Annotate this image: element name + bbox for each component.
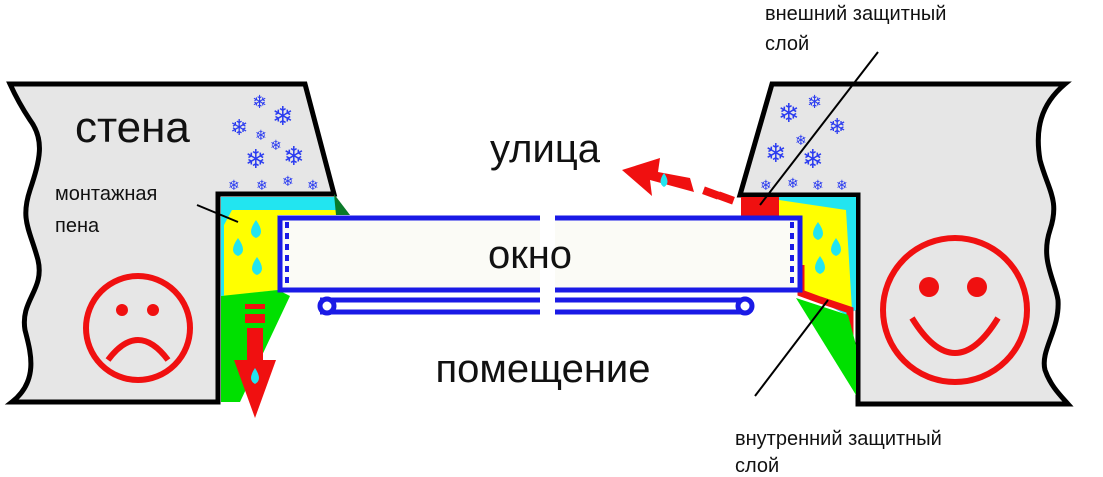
right-snowflakes: ❄ ❄ ❄ ❄ ❄ ❄ ❄ ❄ ❄ ❄ — [760, 92, 848, 194]
right-wall — [736, 81, 1074, 407]
outer-layer-label-line2: слой — [765, 33, 809, 55]
window-frame — [277, 215, 803, 316]
outer-layer-pointer-line — [759, 51, 879, 206]
svg-text:❄: ❄ — [802, 145, 824, 175]
foam-pointer-line — [196, 204, 239, 223]
room-label: помещение — [435, 347, 650, 391]
inner-layer-pointer-line — [754, 299, 829, 397]
svg-text:❄: ❄ — [228, 178, 240, 194]
svg-text:❄: ❄ — [828, 115, 846, 140]
svg-text:❄: ❄ — [282, 174, 294, 190]
left-drops — [233, 220, 262, 275]
svg-text:❄: ❄ — [245, 145, 267, 175]
right-drops — [813, 222, 841, 274]
svg-text:❄: ❄ — [272, 102, 294, 132]
svg-text:❄: ❄ — [270, 138, 282, 154]
window-label: окно — [488, 233, 572, 277]
svg-text:❄: ❄ — [778, 99, 800, 129]
wall-label: стена — [75, 103, 190, 152]
svg-text:❄: ❄ — [256, 178, 268, 194]
svg-text:❄: ❄ — [307, 178, 319, 194]
svg-text:❄: ❄ — [230, 116, 248, 141]
outer-layer-label-line1: внешний защитный — [765, 3, 946, 25]
airflow-arrow-out — [622, 158, 735, 205]
svg-text:❄: ❄ — [283, 142, 305, 172]
inner-layer-label-line1: внутренний защитный — [735, 428, 942, 450]
svg-text:❄: ❄ — [252, 92, 267, 113]
sad-face-icon — [83, 273, 193, 383]
svg-text:❄: ❄ — [812, 178, 824, 194]
svg-text:❄: ❄ — [255, 128, 267, 144]
svg-text:❄: ❄ — [795, 133, 807, 149]
happy-face-icon — [880, 235, 1030, 385]
street-label: улица — [490, 127, 601, 171]
foam-label-line2: пена — [55, 215, 100, 237]
svg-text:❄: ❄ — [787, 176, 799, 192]
svg-text:❄: ❄ — [760, 178, 772, 194]
left-wall — [4, 81, 338, 405]
svg-text:❄: ❄ — [807, 92, 822, 113]
svg-text:❄: ❄ — [765, 139, 787, 169]
left-snowflakes: ❄ ❄ ❄ ❄ ❄ ❄ ❄ ❄ ❄ ❄ ❄ — [228, 92, 319, 194]
svg-text:❄: ❄ — [836, 178, 848, 194]
foam-label-line1: монтажная — [55, 183, 157, 205]
inner-layer-label-line2: слой — [735, 455, 779, 477]
drain-arrow-down — [234, 304, 276, 418]
